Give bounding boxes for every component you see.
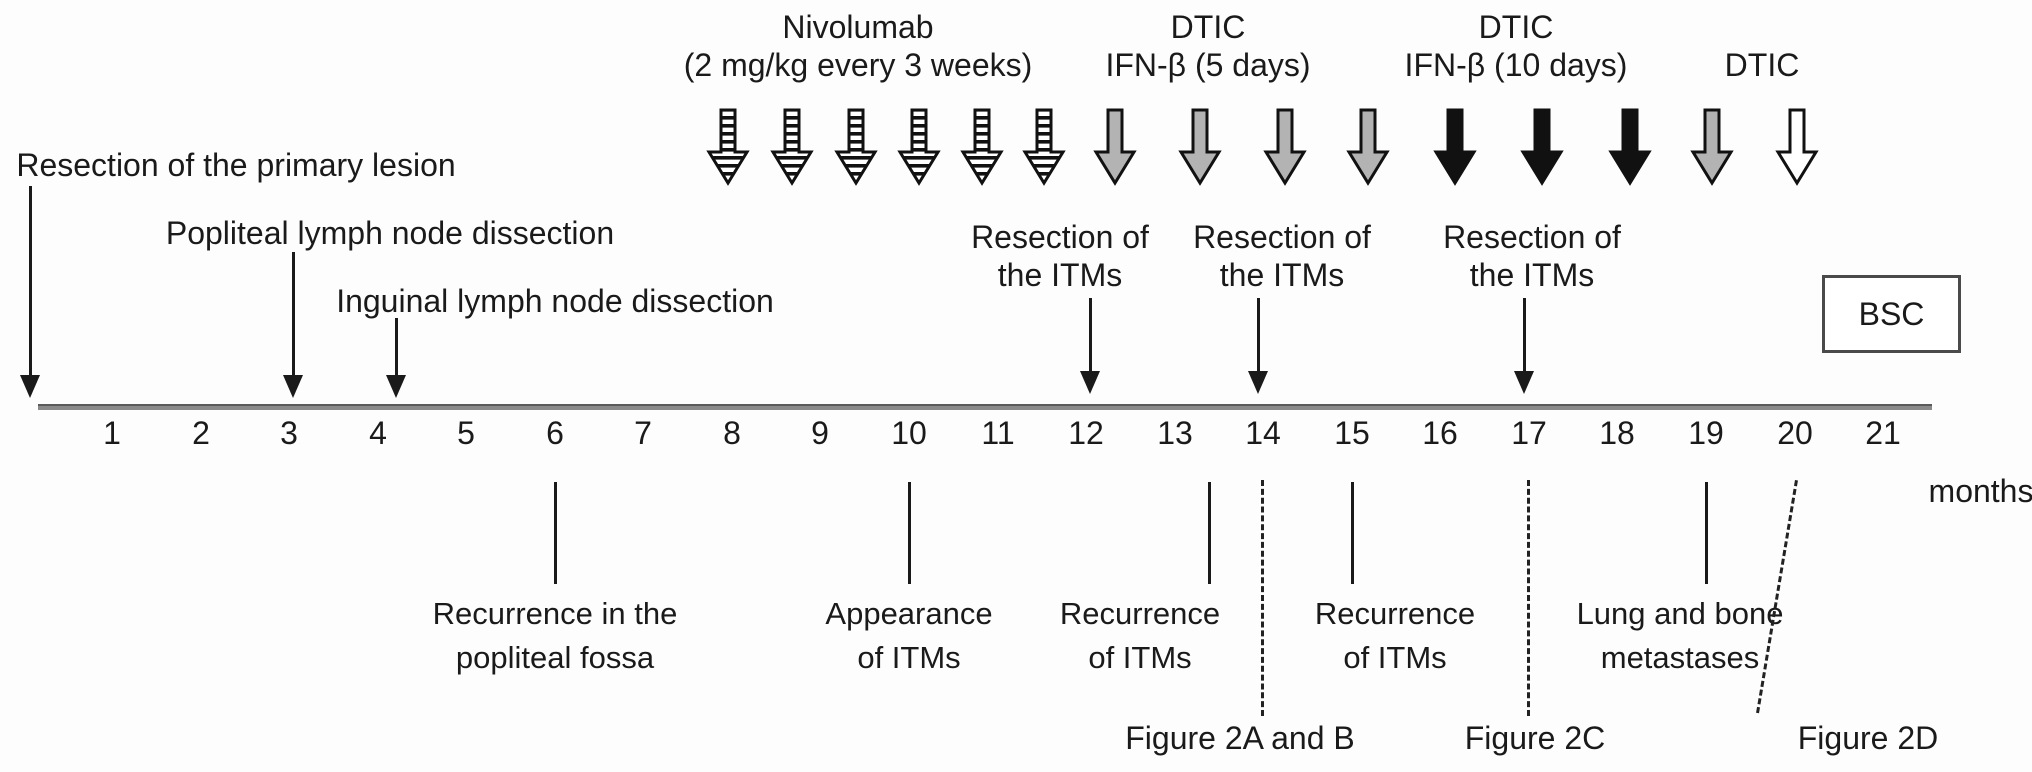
label-nivolumab-line1: Nivolumab (782, 9, 934, 45)
month-label-7: 7 (634, 415, 652, 451)
month-label-10: 10 (891, 415, 927, 451)
itm-resection-arrow-2 (1514, 298, 1534, 394)
itm-resection-arrow-1 (1248, 298, 1268, 394)
event-below-label-2-line1: Recurrence (1059, 596, 1221, 631)
dose-arrow-gray-8 (1263, 108, 1307, 186)
event-below-label-4-line2: metastases (1600, 640, 1760, 675)
figure-ref-dashed-line-0 (1261, 480, 1264, 716)
event-tick-3 (1350, 482, 1354, 584)
event-below-label-0-line1: Recurrence in the (432, 596, 678, 631)
event-below-label-3-line1: Recurrence (1314, 596, 1476, 631)
surgical-event-label-0: Resection of the primary lesion (16, 147, 456, 183)
month-label-1: 1 (103, 415, 121, 451)
label-nivolumab: Nivolumab (2 mg/kg every 3 weeks) (684, 8, 1033, 84)
month-label-3: 3 (280, 415, 298, 451)
label-nivolumab-line2: (2 mg/kg every 3 weeks) (683, 47, 1033, 83)
month-label-9: 9 (811, 415, 829, 451)
label-dtic-ifnb-10days: DTIC IFN-β (10 days) (1405, 8, 1628, 84)
label-dtic-ifnb-10days-line1: DTIC (1478, 9, 1554, 45)
dose-arrow-gray-6 (1093, 108, 1137, 186)
surgical-event-arrow-0 (20, 186, 40, 398)
month-label-19: 19 (1688, 415, 1724, 451)
event-tick-1 (907, 482, 911, 584)
figure-ref-label-2: Figure 2D (1797, 720, 1939, 756)
month-label-17: 17 (1511, 415, 1547, 451)
month-label-13: 13 (1157, 415, 1193, 451)
figure-ref-label-1: Figure 2C (1464, 720, 1606, 756)
event-below-label-2-line2: of ITMs (1088, 640, 1192, 675)
event-below-label-0-line2: popliteal fossa (455, 640, 655, 675)
itm-resection-label-0-line1: Resection of (971, 219, 1149, 255)
itm-resection-arrow-1-head (1248, 371, 1268, 394)
timeline-axis-unit-label: months (1928, 473, 2032, 509)
label-dtic-ifnb-5days-line1: DTIC (1170, 9, 1246, 45)
dose-arrow-striped-2 (834, 108, 878, 186)
bsc-label: BSC (1858, 295, 1925, 332)
event-tick-2 (1207, 482, 1211, 584)
itm-resection-arrow-0-head (1080, 371, 1100, 394)
month-label-15: 15 (1334, 415, 1370, 451)
event-below-label-3-line2: of ITMs (1343, 640, 1447, 675)
month-label-6: 6 (546, 415, 564, 451)
timeline-axis-line (38, 404, 1932, 410)
itm-resection-label-2-line2: the ITMs (1469, 257, 1595, 293)
label-dtic-final-line1 (1725, 8, 1800, 46)
figure-ref-label-0: Figure 2A and B (1125, 720, 1355, 756)
dose-arrow-striped-5 (1022, 108, 1066, 186)
event-tick-0 (553, 482, 557, 584)
surgical-event-arrow-0-head (20, 375, 40, 398)
month-label-11: 11 (981, 415, 1015, 451)
surgical-event-arrow-1 (283, 252, 303, 398)
dose-arrow-striped-0 (706, 108, 750, 186)
label-dtic-final-line2: DTIC (1724, 47, 1800, 83)
dose-arrow-white-14 (1775, 108, 1819, 186)
label-dtic-final: DTIC (1725, 8, 1800, 84)
surgical-event-label-2: Inguinal lymph node dissection (336, 283, 774, 319)
itm-resection-label-0-line2: the ITMs (997, 257, 1123, 293)
month-label-4: 4 (369, 415, 387, 451)
itm-resection-label-1-line2: the ITMs (1219, 257, 1345, 293)
event-below-label-1-line2: of ITMs (857, 640, 961, 675)
month-label-2: 2 (192, 415, 210, 451)
itm-resection-label-2-line1: Resection of (1443, 219, 1621, 255)
label-dtic-ifnb-10days-line2: IFN-β (10 days) (1404, 47, 1628, 83)
dose-arrow-striped-1 (770, 108, 814, 186)
itm-resection-arrow-0 (1080, 298, 1100, 394)
label-dtic-ifnb-5days-line2: IFN-β (5 days) (1105, 47, 1311, 83)
dose-arrow-black-12 (1608, 108, 1652, 186)
month-label-20: 20 (1777, 415, 1813, 451)
surgical-event-arrow-2-head (386, 375, 406, 398)
dose-arrow-black-11 (1520, 108, 1564, 186)
figure-ref-dashed-line-1 (1527, 480, 1530, 716)
month-label-12: 12 (1068, 415, 1104, 451)
dose-arrow-gray-7 (1178, 108, 1222, 186)
month-label-5: 5 (457, 415, 475, 451)
dose-arrow-striped-3 (897, 108, 941, 186)
surgical-event-arrow-1-head (283, 375, 303, 398)
itm-resection-arrow-2-head (1514, 371, 1534, 394)
dose-arrow-gray-9 (1346, 108, 1390, 186)
month-label-8: 8 (723, 415, 741, 451)
month-label-18: 18 (1599, 415, 1635, 451)
label-dtic-ifnb-5days: DTIC IFN-β (5 days) (1105, 8, 1310, 84)
event-below-label-4-line1: Lung and bone (1576, 596, 1784, 631)
event-tick-4 (1704, 482, 1708, 584)
dose-arrow-black-10 (1433, 108, 1477, 186)
surgical-event-label-1: Popliteal lymph node dissection (165, 215, 615, 251)
bsc-box: BSC (1822, 275, 1961, 353)
month-label-21: 21 (1865, 415, 1901, 451)
surgical-event-arrow-2 (386, 318, 406, 398)
dose-arrow-gray-13 (1690, 108, 1734, 186)
itm-resection-label-1-line1: Resection of (1193, 219, 1371, 255)
event-below-label-1-line1: Appearance (825, 596, 993, 631)
dose-arrow-striped-4 (960, 108, 1004, 186)
month-label-14: 14 (1245, 415, 1281, 451)
month-label-16: 16 (1422, 415, 1458, 451)
